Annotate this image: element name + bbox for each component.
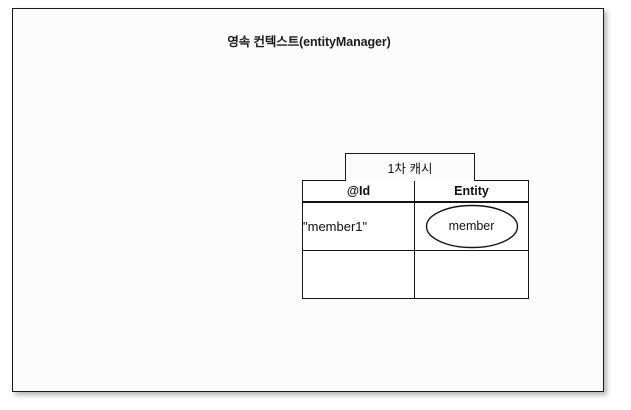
table-row — [302, 250, 529, 299]
cell-id-empty — [302, 250, 415, 299]
cell-id-value: "member1" — [302, 201, 415, 251]
column-header-id: @Id — [302, 180, 415, 203]
first-level-cache-label-box: 1차 캐시 — [345, 153, 475, 181]
persistence-context-frame: 영속 컨텍스트(entityManager) 1차 캐시 @Id Entity … — [12, 8, 604, 392]
page-title: 영속 컨텍스트(entityManager) — [227, 35, 391, 49]
first-level-cache-table: @Id Entity "member1" member — [302, 180, 529, 299]
table-row: "member1" member — [302, 201, 529, 251]
entity-ellipse-icon — [425, 204, 518, 248]
table-header-row: @Id Entity — [302, 180, 529, 203]
cell-entity-empty — [414, 250, 529, 299]
first-level-cache-label: 1차 캐시 — [387, 162, 433, 176]
entity-ellipse-container: member — [415, 203, 528, 251]
cell-entity-value: member — [414, 201, 529, 251]
column-header-entity: Entity — [414, 180, 529, 203]
